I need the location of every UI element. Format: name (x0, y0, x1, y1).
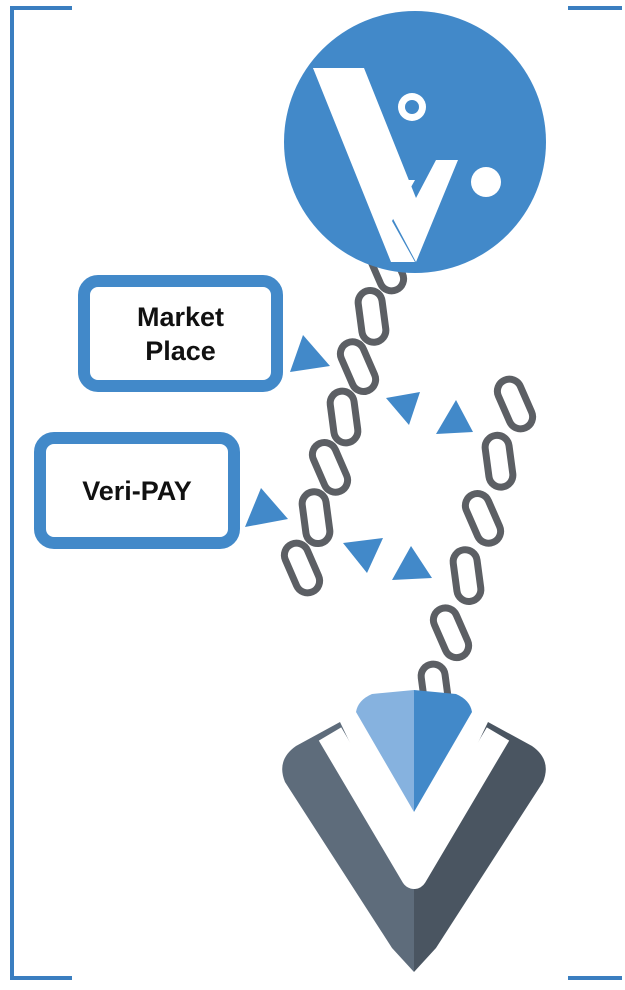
verge-logo-bottom-icon (282, 690, 546, 972)
triangle-arrow-icon (392, 546, 432, 580)
chain-link (493, 375, 537, 433)
chain-link (280, 539, 324, 597)
market-place-box: Market Place (78, 275, 283, 392)
chain-link (336, 338, 380, 396)
chain-link (481, 431, 517, 491)
triangle-arrow-icon (245, 488, 288, 527)
chain-link (429, 604, 473, 662)
chain-link (298, 488, 334, 548)
market-place-label: Market Place (136, 301, 225, 366)
triangle-arrow-icon (386, 392, 420, 425)
chain-link (449, 546, 485, 605)
chain-link (326, 387, 362, 447)
veri-pay-box: Veri-PAY (34, 432, 240, 549)
triangle-arrow-icon (436, 400, 473, 434)
arrows-group (245, 335, 473, 580)
chain-left (280, 237, 408, 597)
verge-logo-top-icon (284, 11, 546, 273)
frame-brackets (10, 6, 622, 980)
chain-link (308, 438, 352, 496)
triangle-arrow-icon (290, 335, 330, 372)
chain-right (417, 375, 537, 720)
veri-pay-label: Veri-PAY (82, 475, 192, 506)
triangle-arrow-icon (343, 538, 383, 573)
chain-link (461, 490, 505, 547)
chain-link (354, 286, 390, 346)
